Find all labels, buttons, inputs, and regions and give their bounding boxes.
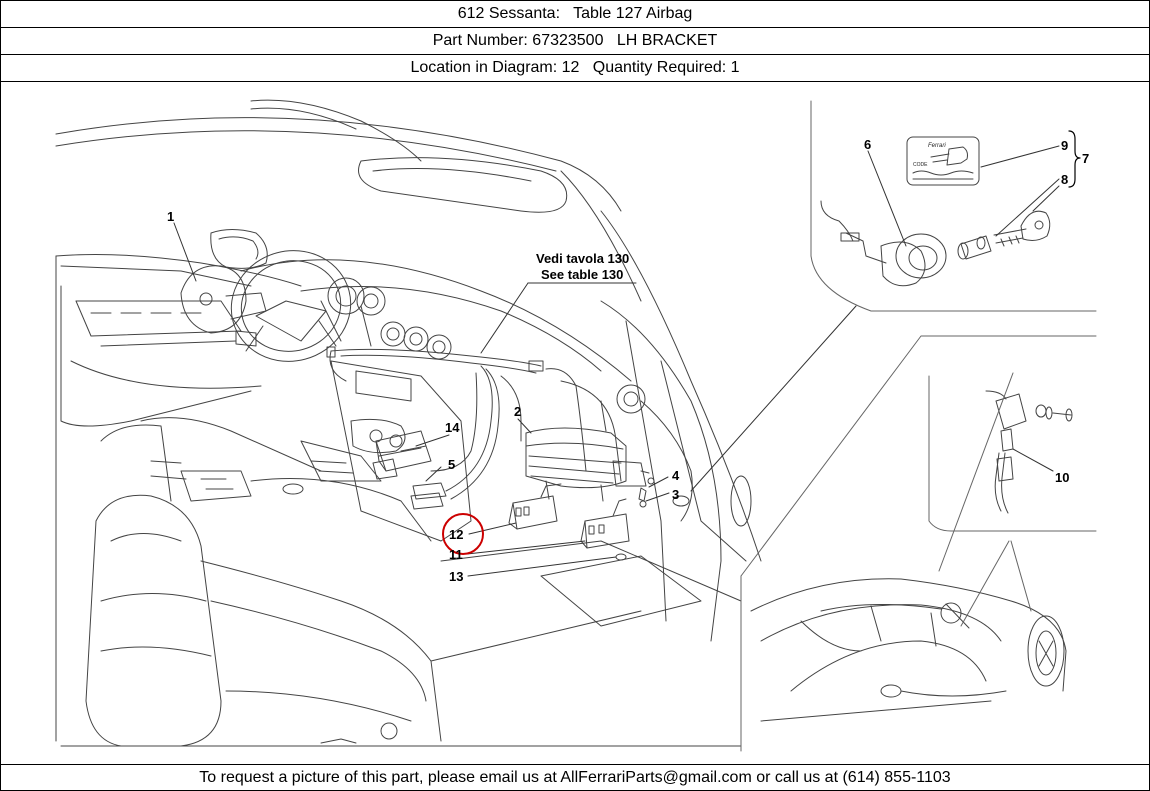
- callout-8: 8: [1061, 172, 1068, 187]
- callout-11: 11: [449, 547, 463, 562]
- callout-3: 3: [672, 487, 679, 502]
- key-lock-inset: [810, 100, 1097, 312]
- callout-10: 10: [1055, 470, 1069, 485]
- parts-diagram: 1 2 3 4 5 6 7 8 9 10 11 12 13 14 Vedi ta…: [1, 82, 1149, 764]
- callout-1: 1: [167, 209, 174, 224]
- callout-13: 13: [449, 569, 463, 584]
- reference-it: Vedi tavola 130: [536, 251, 629, 266]
- callout-leaders: [173, 145, 1060, 577]
- callout-9: 9: [1061, 138, 1068, 153]
- interior-cabin: [55, 99, 762, 747]
- key-tag-brand: Ferrari: [928, 143, 946, 149]
- car-illustration: [740, 372, 1067, 752]
- callout-14: 14: [445, 420, 460, 435]
- sensor-inset: [740, 335, 1097, 577]
- callout-4: 4: [672, 468, 680, 483]
- callout-6: 6: [864, 137, 871, 152]
- airbag-ecu: [372, 430, 432, 480]
- callout-brace: [1068, 130, 1081, 188]
- location-row: Location in Diagram: 12 Quantity Require…: [1, 55, 1149, 82]
- lh-bracket: [508, 483, 562, 530]
- airbag-wiring-harness: [326, 346, 622, 510]
- callout-5: 5: [448, 457, 455, 472]
- passenger-airbag-module: [525, 384, 655, 508]
- footer-contact: To request a picture of this part, pleas…: [1, 764, 1149, 791]
- callout-12: 12: [449, 527, 463, 542]
- part-number-row: Part Number: 67323500 LH BRACKET: [1, 28, 1149, 55]
- callout-2: 2: [514, 404, 521, 419]
- page-title: 612 Sessanta: Table 127 Airbag: [1, 1, 1149, 28]
- washer: [1045, 406, 1053, 420]
- key-tag-code: CODE: [913, 162, 928, 168]
- reference-en: See table 130: [541, 267, 623, 282]
- callout-7: 7: [1082, 151, 1089, 166]
- rh-bracket: [580, 498, 630, 561]
- highlight-ring: [442, 513, 484, 555]
